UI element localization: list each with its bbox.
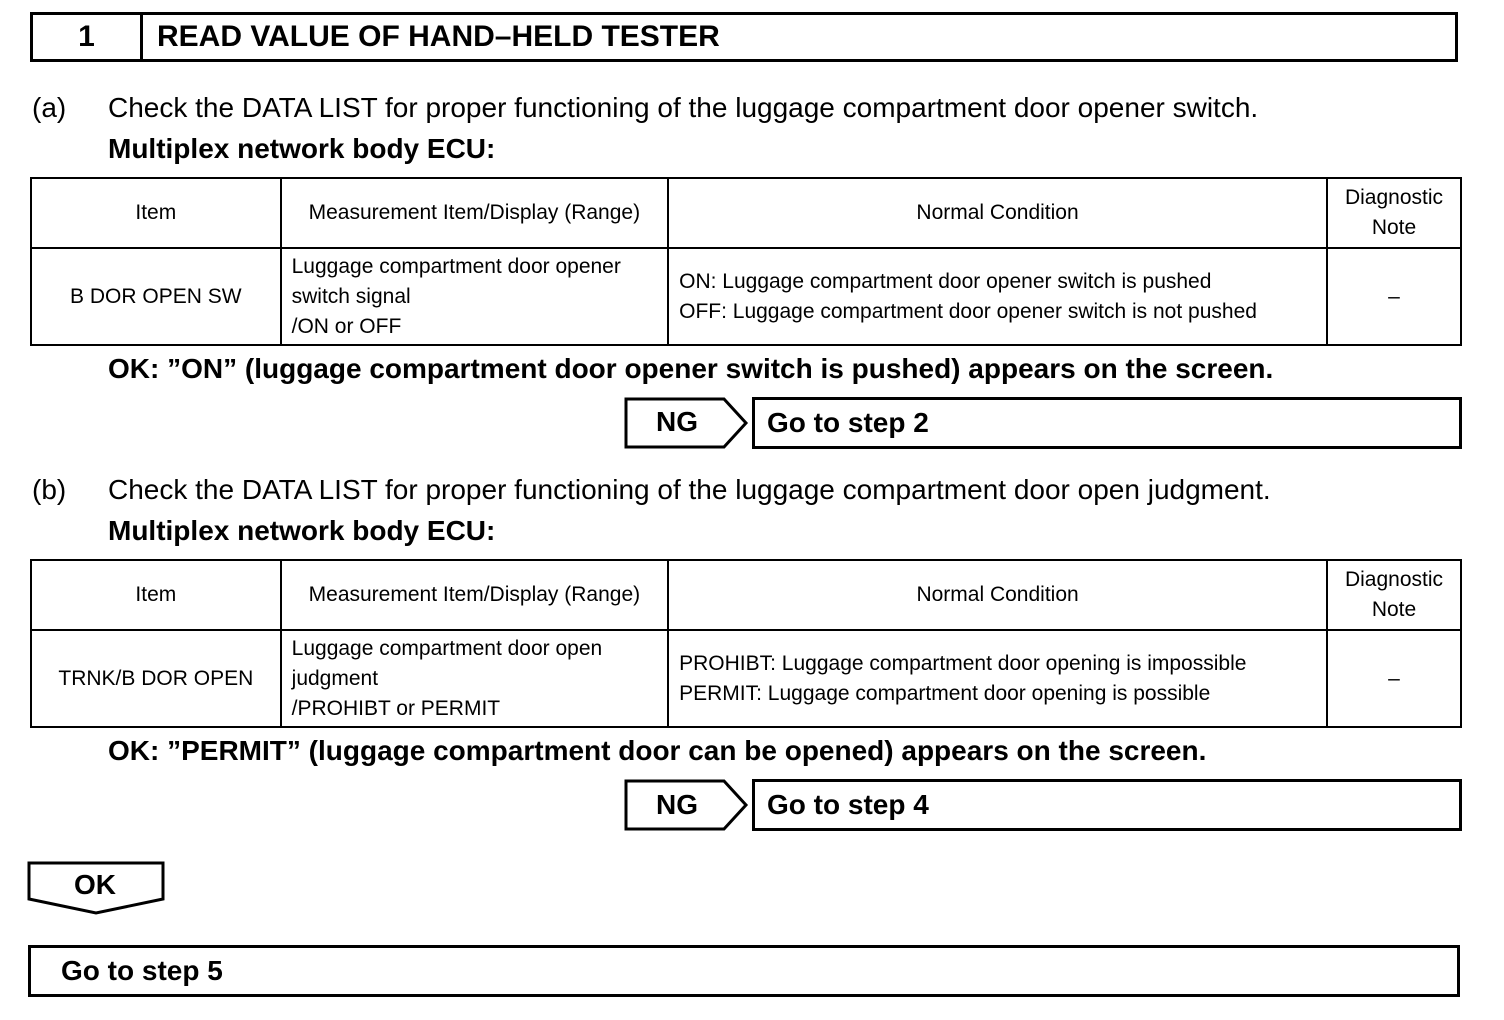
part-a-subheading: Multiplex network body ECU: xyxy=(108,133,496,164)
part-b-data-table: Item Measurement Item/Display (Range) No… xyxy=(30,559,1462,728)
header-item: Item xyxy=(30,559,282,631)
ok-tag-label: OK xyxy=(74,869,116,900)
ng-arrow-icon xyxy=(624,779,749,831)
header-note: Note xyxy=(1371,598,1417,621)
part-a-label: (a) xyxy=(32,92,67,123)
part-b-ng-goto[interactable]: Go to step 4 xyxy=(752,779,1462,831)
part-b-subheading: Multiplex network body ECU: xyxy=(108,515,496,546)
table-row: B DOR OPEN SW Luggage compartment door o… xyxy=(30,247,1462,346)
cell-item: TRNK/B DOR OPEN xyxy=(30,629,282,728)
cell-measurement: Luggage compartment door opener switch s… xyxy=(279,247,670,346)
part-a-ng-label: NG xyxy=(656,406,698,437)
step-title: READ VALUE OF HAND–HELD TESTER xyxy=(157,20,720,53)
cell-item: B DOR OPEN SW xyxy=(30,247,282,346)
step-header-box xyxy=(30,12,1458,62)
ng-arrow-icon xyxy=(624,397,749,449)
normal-line: PROHIBT: Luggage compartment door openin… xyxy=(679,651,1247,675)
header-normal-condition: Normal Condition xyxy=(667,177,1328,249)
cell-measurement: Luggage compartment door open judgment /… xyxy=(279,629,670,728)
header-item: Item xyxy=(30,177,282,249)
normal-line: PERMIT: Luggage compartment door opening… xyxy=(679,681,1211,705)
normal-line: ON: Luggage compartment door opener swit… xyxy=(679,269,1212,293)
measurement-line: judgment xyxy=(291,666,379,690)
measurement-line: Luggage compartment door opener xyxy=(291,254,621,278)
part-b-label: (b) xyxy=(32,474,67,505)
measurement-line: Luggage compartment door open xyxy=(291,636,603,660)
ok-arrow-icon xyxy=(27,861,165,915)
table-row: TRNK/B DOR OPEN Luggage compartment door… xyxy=(30,629,1462,728)
header-diagnostic-note: Diagnostic Note xyxy=(1326,559,1462,631)
part-a-data-table: Item Measurement Item/Display (Range) No… xyxy=(30,177,1462,346)
part-a-ng-goto[interactable]: Go to step 2 xyxy=(752,397,1462,449)
part-b-ng-label: NG xyxy=(656,789,698,820)
cell-normal-condition: ON: Luggage compartment door opener swit… xyxy=(667,247,1328,346)
part-a-ok-criteria: OK: ”ON” (luggage compartment door opene… xyxy=(108,353,1274,384)
final-goto-step[interactable]: Go to step 5 xyxy=(28,945,1460,997)
header-diagnostic-note: Diagnostic Note xyxy=(1326,177,1462,249)
cell-note: – xyxy=(1326,247,1462,346)
cell-note: – xyxy=(1326,629,1462,728)
cell-normal-condition: PROHIBT: Luggage compartment door openin… xyxy=(667,629,1328,728)
header-diagnostic: Diagnostic xyxy=(1344,186,1444,209)
normal-line: OFF: Luggage compartment door opener swi… xyxy=(679,299,1257,323)
part-b-ok-criteria: OK: ”PERMIT” (luggage compartment door c… xyxy=(108,735,1207,766)
measurement-line: /ON or OFF xyxy=(291,314,402,338)
step-number: 1 xyxy=(33,15,143,59)
measurement-line: /PROHIBT or PERMIT xyxy=(291,696,501,720)
measurement-line: switch signal xyxy=(291,284,411,308)
part-a-instruction: Check the DATA LIST for proper functioni… xyxy=(108,92,1259,123)
header-note: Note xyxy=(1371,216,1417,239)
header-measurement: Measurement Item/Display (Range) xyxy=(279,559,670,631)
header-measurement: Measurement Item/Display (Range) xyxy=(279,177,670,249)
header-diagnostic: Diagnostic xyxy=(1344,568,1444,591)
header-normal-condition: Normal Condition xyxy=(667,559,1328,631)
part-b-instruction: Check the DATA LIST for proper functioni… xyxy=(108,474,1271,505)
